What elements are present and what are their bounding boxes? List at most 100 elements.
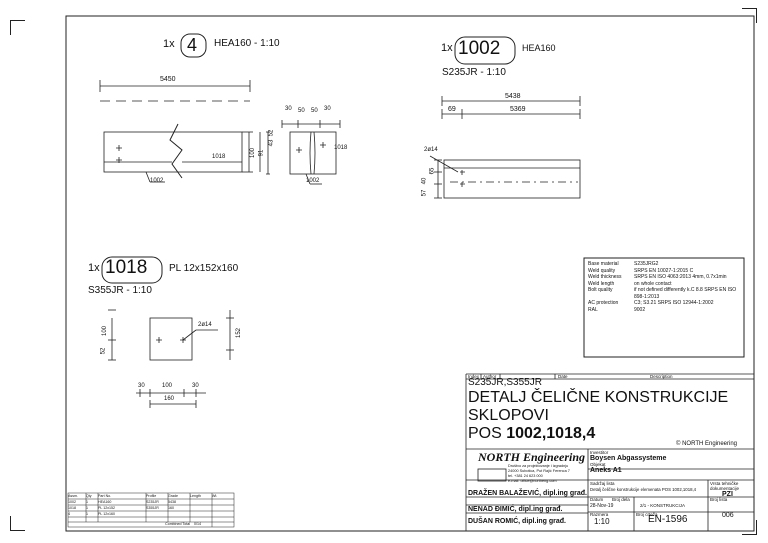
pos1018-dim-52: 52	[100, 347, 107, 355]
pos4-tag-1002: 1002	[150, 178, 164, 184]
spec-row: AC protection C3; S3.21 SRPS ISO 12944-1…	[588, 300, 742, 307]
rev-index-header: Index	[468, 374, 480, 379]
scale-label: Razmera	[590, 512, 609, 517]
pos4-dim-50b: 50	[311, 108, 318, 114]
pos4-dim-100: 100	[250, 147, 257, 159]
phase-label: Vrsta tehničke dokumentacije	[710, 481, 740, 491]
spec-value: if not defined differently k.C 8.8 SRPS …	[634, 287, 737, 300]
sheet-number: 006	[722, 512, 734, 519]
company-logo	[477, 468, 507, 482]
pos1002-hole: 2ø14	[424, 147, 438, 153]
copyright: © NORTH Engineering	[676, 441, 738, 447]
pos4-drawing	[99, 80, 341, 185]
pos1002-balloon	[454, 36, 516, 65]
object-label: Objekat	[590, 462, 606, 467]
spec-value: C3; S3.21 SRPS ISO 12944-1:2002	[634, 300, 714, 306]
bom-cell: 1	[86, 506, 88, 510]
spec-key: Weld thickness	[588, 274, 622, 280]
bom-cell: S235JR	[146, 500, 159, 504]
pos4-tag-1018: 1018	[212, 154, 226, 160]
spec-row: Base material S235JRG2	[588, 261, 742, 268]
pos4-dim-91: 91	[258, 149, 265, 157]
bom-table-frame	[67, 492, 235, 528]
pos4-number: 4	[187, 35, 198, 55]
pos1002-profile: HEA160	[522, 43, 556, 53]
bom-cell: PL 12x152	[98, 506, 116, 510]
pos4-balloon	[180, 33, 207, 58]
part: 2/1 - KONSTRUKCIJA	[640, 503, 686, 508]
spec-key: AC protection	[588, 300, 619, 306]
pos1018-balloon	[101, 256, 163, 284]
spec-row: Bolt quality if not defined differently …	[588, 287, 742, 300]
pos1002-dim-5438: 5438	[505, 93, 521, 100]
pos1002-dim-65: 65	[429, 167, 436, 175]
title-pos-prefix: POS	[468, 425, 507, 442]
pos4-tag-1018b: 1018	[334, 145, 348, 151]
pos4-qty: 1x	[163, 38, 175, 50]
bom-cell: HEA160	[98, 500, 112, 504]
bom-total-label: Combined Total	[165, 522, 190, 526]
crop-mark-bl	[10, 516, 25, 531]
pos1018-dim-30a: 30	[138, 383, 145, 389]
bom-cell: 1018	[68, 506, 76, 510]
drawing-content-label: Sadržaj lista	[590, 481, 615, 486]
bom-row: 1002 1 HEA160 S235JR 5438	[68, 500, 234, 506]
person-3: DUŠAN ROMIĆ, dipl.ing građ.	[468, 518, 566, 525]
pos1002-material: S235JR - 1:10	[442, 67, 506, 78]
bom-header: Part No.	[98, 494, 112, 498]
document-number: EN-1596	[648, 514, 688, 525]
phase: PZI	[722, 491, 733, 498]
spec-row: Weld quality SRPS EN 10027-1:2015 C	[588, 268, 742, 275]
company-sub4: e-mail: office@northeng.com	[508, 479, 557, 483]
rev-date-header: Date	[558, 374, 568, 379]
bom-row: 4 1 PL 12x160	[68, 512, 234, 518]
spec-value: SRPS EN ISO 4063:2013 4mm, 0.7x1min	[634, 274, 727, 280]
bom-cell: 4	[68, 512, 70, 516]
pos4-profile: HEA160 - 1:10	[214, 38, 280, 49]
date: 28-Nov-19	[590, 503, 614, 509]
bom-header-row: Assm. Qty Part No. Profile Grade Length …	[68, 494, 234, 500]
doc-label: Broj crteža	[636, 512, 658, 517]
pos4-tag-1002b: 1002	[306, 178, 320, 184]
company-sub2: 24000 Subotica, Put Rajić Ferenca 7	[508, 469, 570, 473]
title-line1: DETALJ ČELIČNE KONSTRUKCIJE	[468, 389, 729, 406]
person-2: NENAD ĐIMIĆ, dipl.ing građ.	[468, 506, 563, 513]
pos1018-material: S355JR - 1:10	[88, 285, 152, 296]
pos4-dim-43: 43	[268, 139, 275, 147]
date-label: Datum	[590, 497, 604, 502]
pos1018-number: 1018	[105, 257, 148, 278]
pos1002-dim-69: 69	[448, 106, 456, 113]
scale: 1:10	[594, 517, 610, 526]
pos1002-number: 1002	[458, 38, 501, 59]
spec-key: Weld length	[588, 280, 615, 287]
bom-table: Assm. Qty Part No. Profile Grade Length …	[68, 494, 234, 528]
bom-header: Length	[190, 494, 201, 498]
spec-row: Weld length on whole contact	[588, 281, 742, 288]
sheet-frame	[65, 15, 755, 532]
spec-row: Weld thickness SRPS EN ISO 4063:2013 4mm…	[588, 274, 742, 281]
bom-row: 1018 1 PL 12x152 S355JR 160	[68, 506, 234, 512]
bom-cell: S355JR	[146, 506, 159, 510]
spec-value: 9002	[634, 306, 646, 313]
spec-key: RAL	[588, 306, 598, 313]
pos1018-drawing	[108, 309, 234, 408]
pos1018-profile: PL 12x152x160	[169, 263, 239, 274]
bom-cell: 1	[86, 512, 88, 516]
title-pos-numbers: 1002,1018,4	[506, 425, 596, 442]
pos4-dim-length: 5450	[160, 76, 176, 83]
title-materials: S235JR,S355JR	[468, 377, 542, 388]
crop-mark-tr	[742, 8, 757, 23]
pos1018-dim-160: 160	[164, 396, 175, 402]
investor: Boysen Abgassysteme	[590, 455, 667, 462]
bom-header: Assm.	[68, 494, 78, 498]
pos4-dim-30b: 30	[324, 106, 331, 112]
part-label: Broj dela	[612, 497, 630, 502]
spec-key: Bolt quality	[588, 287, 613, 293]
spec-key: Weld quality	[588, 267, 616, 274]
bom-header: Qty	[86, 494, 92, 498]
investor-label: Investitor	[590, 450, 609, 455]
bom-cell: 160	[168, 506, 174, 510]
rev-author-header: Author	[483, 374, 497, 379]
sheet-label: Broj lista	[710, 497, 728, 502]
